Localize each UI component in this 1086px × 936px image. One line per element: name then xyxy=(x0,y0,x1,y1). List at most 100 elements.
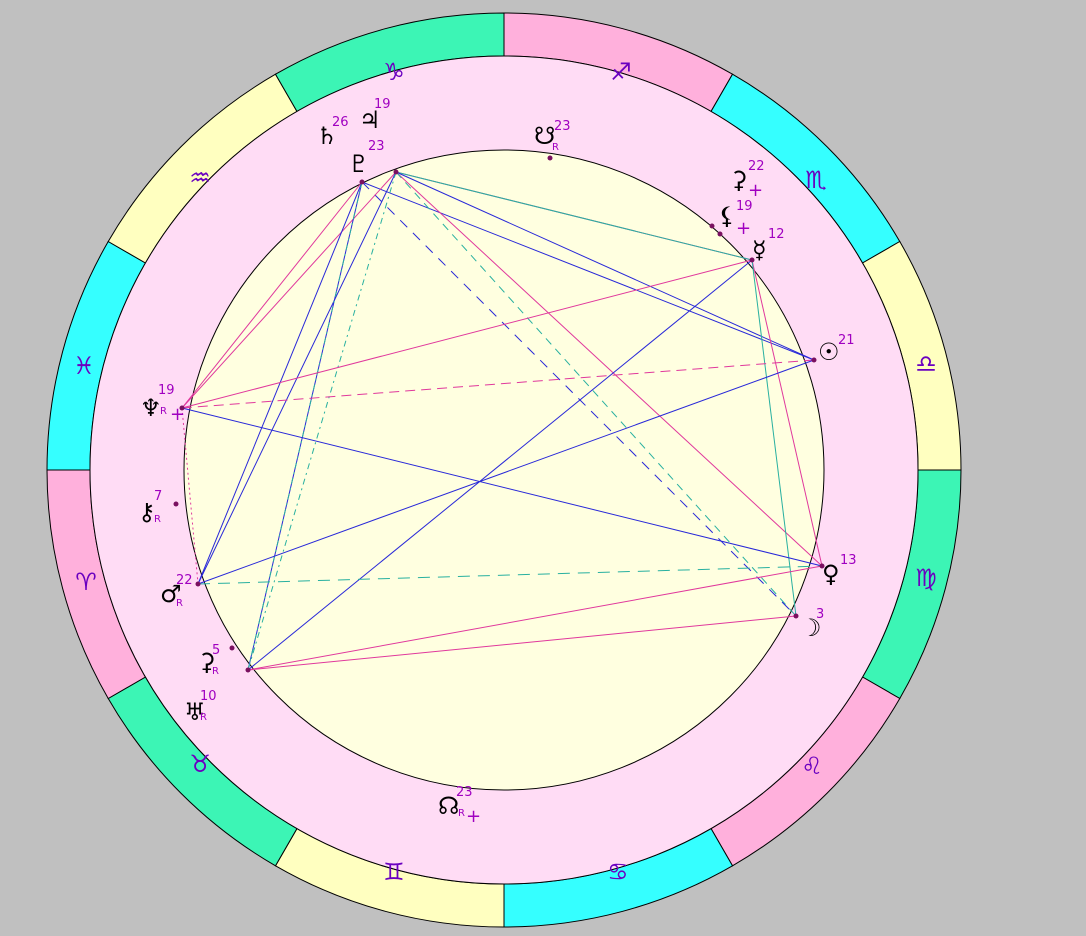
cancer-icon: ♋ xyxy=(607,858,629,886)
saturn-icon: ♄ xyxy=(316,122,338,150)
virgo-icon: ♍ xyxy=(915,564,937,592)
jupiter-label: ♃ 19 xyxy=(359,97,391,134)
aspect-line xyxy=(395,171,753,261)
sagittarius-icon: ♐ xyxy=(610,58,632,86)
position-dot xyxy=(173,501,179,507)
north-node-retro: R xyxy=(458,808,465,819)
north-node-plus: + xyxy=(466,806,481,827)
mercury-degree: 12 xyxy=(768,227,785,242)
moon-degree: 3 xyxy=(816,607,824,622)
ceres-minor-label: ⚳ 22 + xyxy=(730,159,765,201)
ceres-minor-degree: 22 xyxy=(748,159,765,174)
aspect-line xyxy=(247,615,797,671)
aspect-line xyxy=(181,181,363,409)
ceres-degree: 5 xyxy=(212,643,220,658)
mercury-icon: ☿ xyxy=(752,236,767,264)
aspect-line xyxy=(361,181,797,617)
position-dot xyxy=(245,667,251,673)
position-dot xyxy=(819,563,825,569)
aspect-line xyxy=(395,171,815,361)
mars-retro: R xyxy=(176,598,183,609)
position-dot xyxy=(359,179,365,185)
aquarius-icon: ♒ xyxy=(189,164,211,192)
aspect-lines xyxy=(181,171,823,671)
sun-icon: ☉ xyxy=(818,338,840,366)
mars-label: ♂ 22 R xyxy=(160,573,193,609)
aspect-line xyxy=(181,259,753,409)
aspect-line xyxy=(181,359,815,409)
gemini-icon: ♊ xyxy=(383,858,405,886)
moon-icon: ☽ xyxy=(800,614,822,642)
north-node-icon: ☊ xyxy=(438,792,459,820)
position-dots xyxy=(173,155,825,673)
position-dot xyxy=(717,231,723,237)
capricorn-icon: ♑ xyxy=(383,58,405,86)
position-dot xyxy=(547,155,553,161)
mars-icon: ♂ xyxy=(160,580,182,608)
lilith-label: ⚸ 19 + xyxy=(718,199,753,239)
position-dot xyxy=(179,405,185,411)
sun-label: ☉ 21 xyxy=(818,333,855,366)
aspect-line xyxy=(181,407,823,567)
mercury-label: ☿ 12 xyxy=(752,227,785,264)
sun-degree: 21 xyxy=(838,333,855,348)
position-dot xyxy=(793,613,799,619)
ceres-icon: ⚳ xyxy=(198,648,216,676)
south-node-retro: R xyxy=(552,142,559,153)
aspect-line xyxy=(197,359,815,585)
position-dot xyxy=(195,581,201,587)
aspect-line xyxy=(395,171,823,567)
chiron-retro: R xyxy=(154,514,161,525)
mars-degree: 22 xyxy=(176,573,193,588)
pluto-label: ♇ 23 xyxy=(348,139,385,178)
saturn-label: ♄ 26 xyxy=(316,115,349,150)
position-dot xyxy=(811,357,817,363)
aspect-line xyxy=(247,171,397,671)
lilith-plus: + xyxy=(736,218,751,239)
venus-label: ♀ 13 xyxy=(822,553,857,588)
chart-frame: ♐ ♏ ♎ ♍ ♌ ♋ ♊ ♉ ♈ ♓ ♒ ♑ ♃ 19 ♄ 26 ♇ 23 ☋… xyxy=(4,4,1082,932)
ceres-label: ⚳ 5 R xyxy=(198,643,220,677)
inner-aspect-disc xyxy=(183,149,825,791)
uranus-degree: 10 xyxy=(200,689,217,704)
zodiac-ring xyxy=(46,12,962,928)
chiron-degree: 7 xyxy=(154,489,162,504)
uranus-retro: R xyxy=(200,712,207,723)
libra-icon: ♎ xyxy=(915,350,937,378)
sign-glyphs: ♐ ♏ ♎ ♍ ♌ ♋ ♊ ♉ ♈ ♓ ♒ ♑ xyxy=(73,58,937,886)
uranus-icon: ♅ xyxy=(184,698,206,726)
ceres-retro: R xyxy=(212,666,219,677)
aspect-line xyxy=(395,171,797,617)
moon-label: ☽ 3 xyxy=(800,607,824,642)
pisces-icon: ♓ xyxy=(73,352,95,380)
aspect-line xyxy=(247,259,753,671)
aspect-line xyxy=(247,565,823,671)
saturn-degree: 26 xyxy=(332,115,349,130)
aspect-line xyxy=(751,259,797,617)
position-dot xyxy=(749,257,755,263)
position-dot xyxy=(709,223,715,229)
ceres-minor-icon: ⚳ xyxy=(730,166,748,194)
aspect-line xyxy=(247,181,363,671)
planet-labels: ♃ 19 ♄ 26 ♇ 23 ☋ 23 R ⚳ 22 + ⚸ 19 + ☿ 12 xyxy=(138,97,857,827)
astrology-chart-wheel: ♐ ♏ ♎ ♍ ♌ ♋ ♊ ♉ ♈ ♓ ♒ ♑ ♃ 19 ♄ 26 ♇ 23 ☋… xyxy=(46,12,962,928)
south-node-icon: ☋ xyxy=(534,122,555,150)
south-node-degree: 23 xyxy=(554,119,571,134)
lilith-icon: ⚸ xyxy=(718,202,736,230)
pluto-icon: ♇ xyxy=(348,150,370,178)
aspect-line xyxy=(181,171,397,409)
uranus-label: ♅ 10 R xyxy=(184,689,217,726)
neptune-retro: R xyxy=(160,406,167,417)
aspect-line xyxy=(361,181,815,361)
aries-icon: ♈ xyxy=(75,568,97,596)
position-dot xyxy=(393,169,399,175)
jupiter-degree: 19 xyxy=(374,97,391,112)
aspect-line xyxy=(197,565,823,585)
pluto-degree: 23 xyxy=(368,139,385,154)
leo-icon: ♌ xyxy=(801,752,823,780)
neptune-label: ♆ 19 R + xyxy=(140,383,185,425)
taurus-icon: ♉ xyxy=(189,750,211,778)
jupiter-icon: ♃ xyxy=(359,106,381,134)
venus-icon: ♀ xyxy=(822,560,840,588)
venus-degree: 13 xyxy=(840,553,857,568)
